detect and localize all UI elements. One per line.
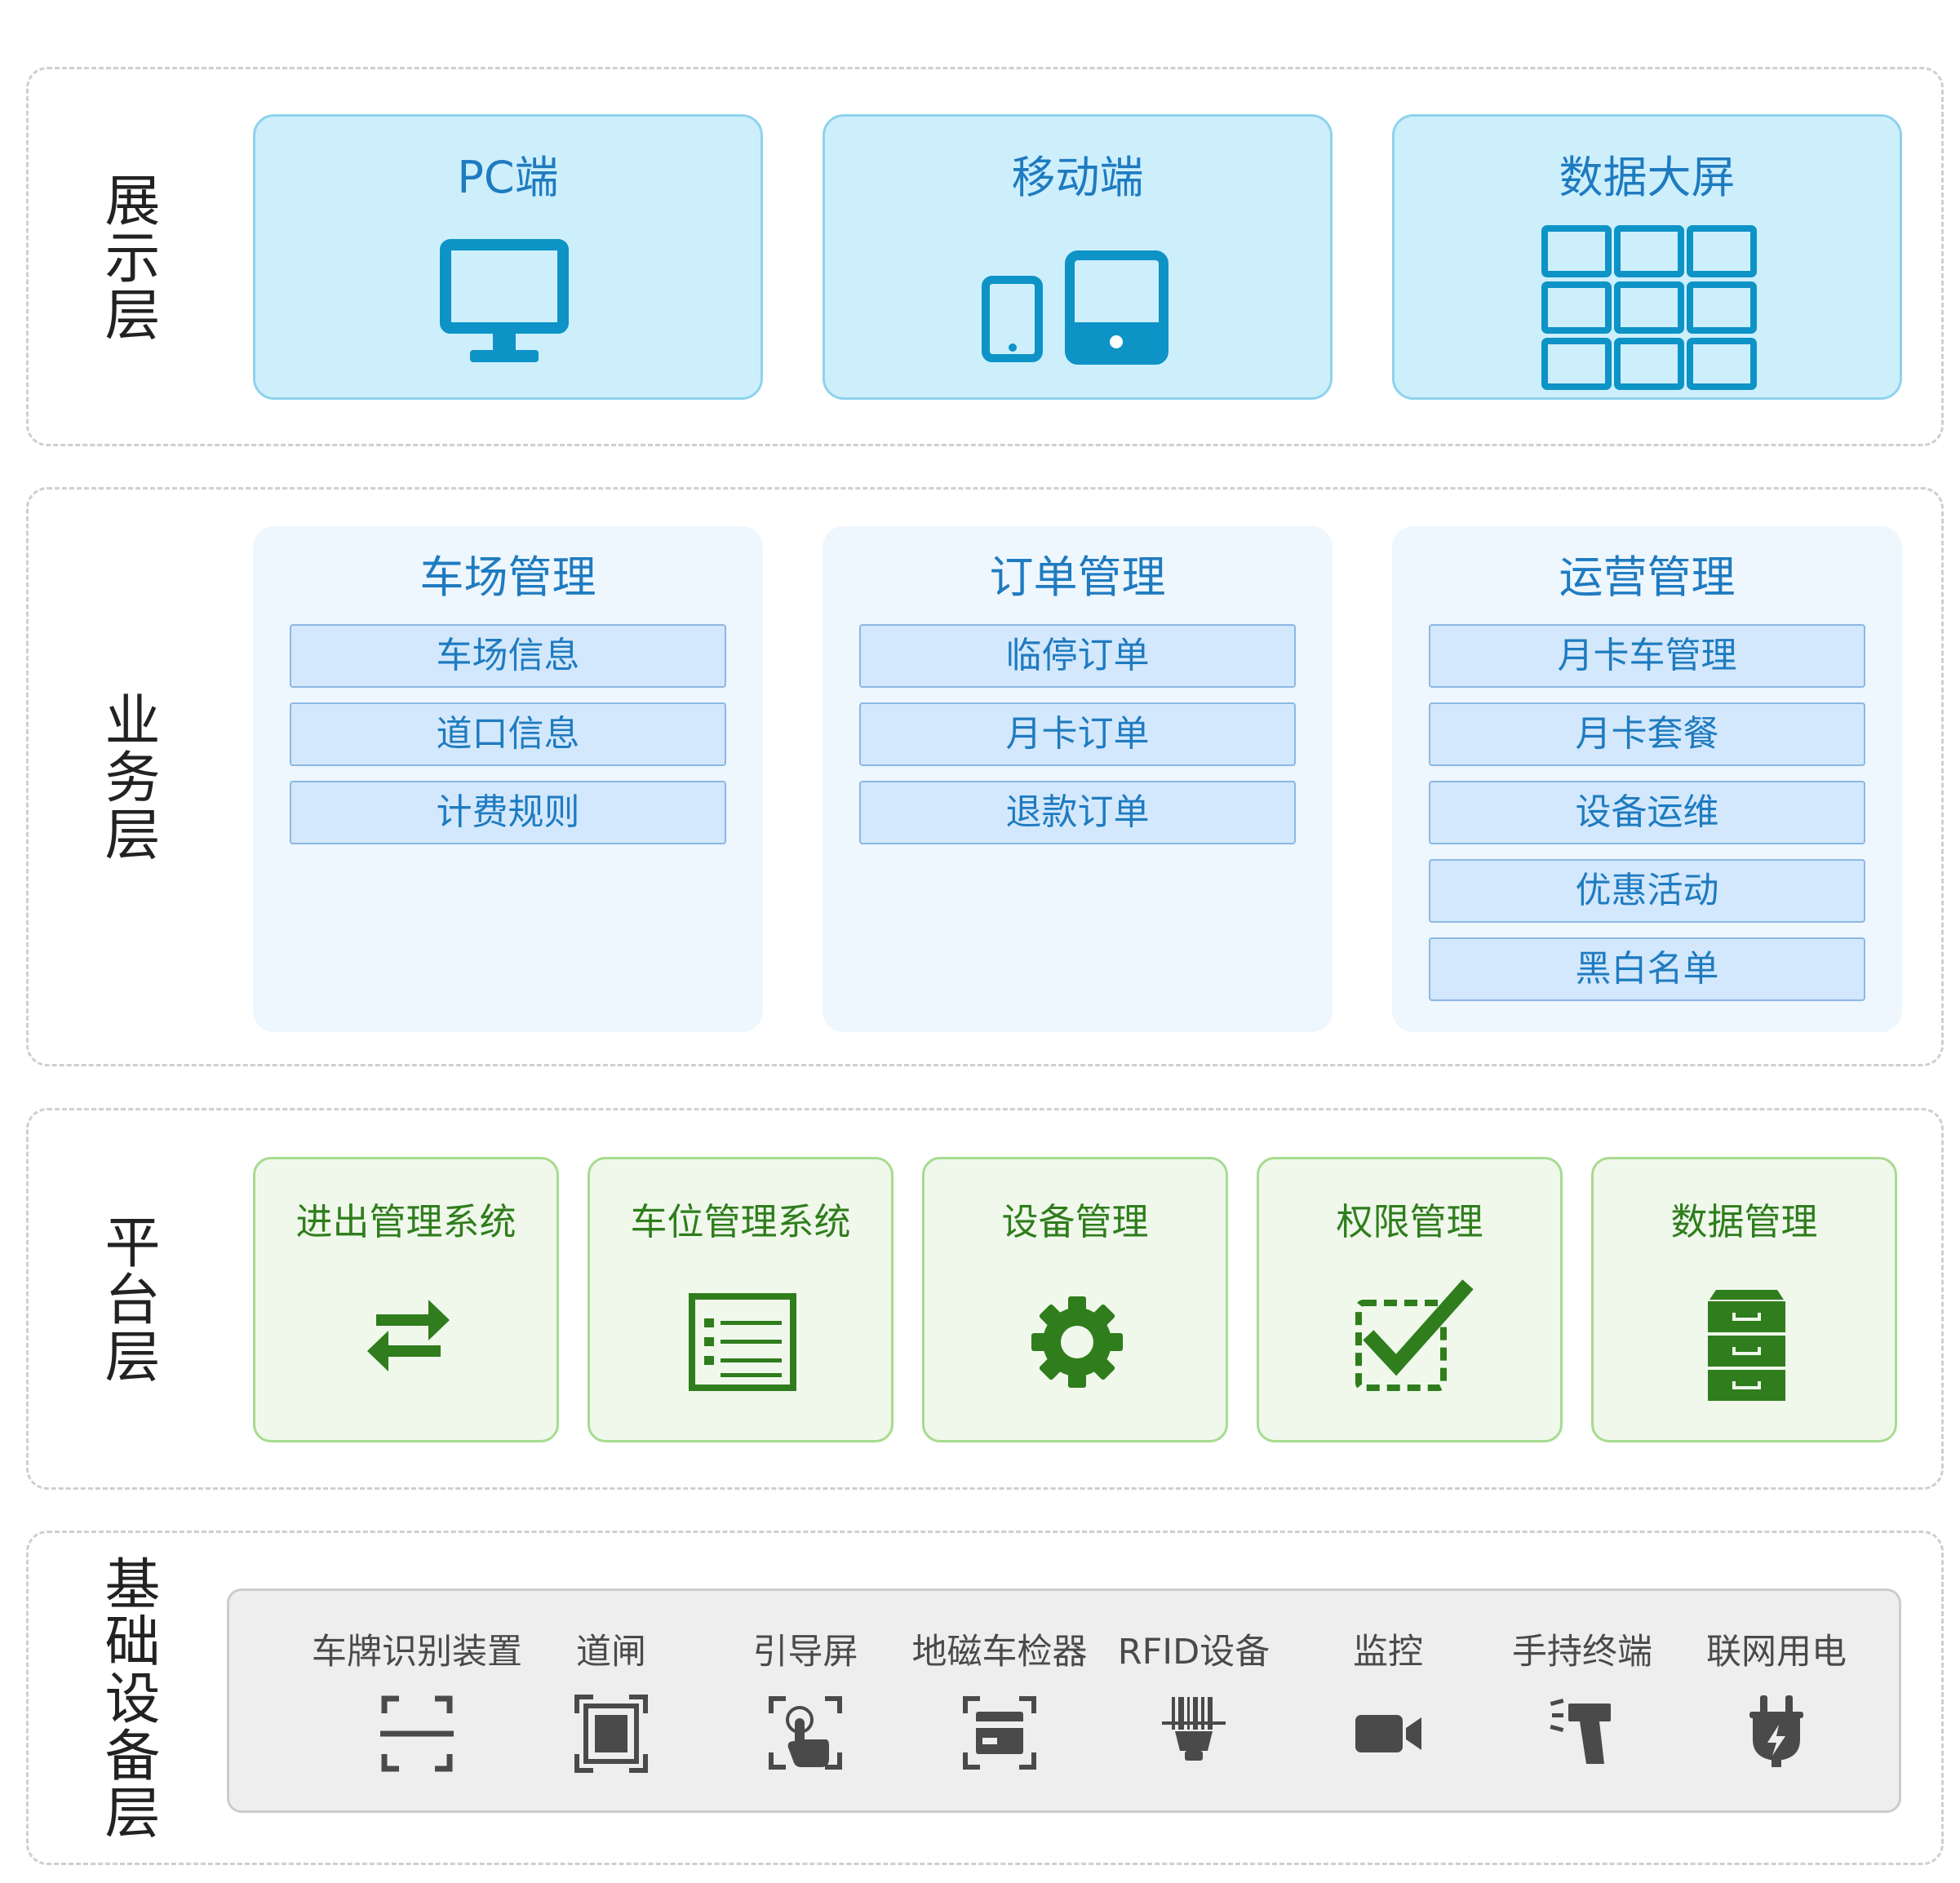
biz-item-promotions[interactable]: 优惠活动: [1429, 859, 1865, 923]
biz-item-refund-orders[interactable]: 退款订单: [859, 781, 1296, 844]
desktop-monitor-icon: [440, 239, 569, 362]
infra-item-rfid-device[interactable]: RFID设备: [1100, 1591, 1288, 1815]
platform-layer-label: 平台层: [29, 1110, 224, 1487]
infra-item-guidance-screen[interactable]: 引导屏: [712, 1591, 899, 1815]
infra-item-handheld-terminal[interactable]: 手持终端: [1488, 1591, 1676, 1815]
biz-item-monthly-card-packages[interactable]: 月卡套餐: [1429, 702, 1865, 766]
video-camera-icon: [1355, 1715, 1421, 1752]
operations-management-title: 运营管理: [1559, 552, 1736, 603]
data-screen-card[interactable]: 数据大屏: [1392, 114, 1902, 400]
barcode-scanner-icon: [1162, 1697, 1226, 1761]
biz-item-gate-info[interactable]: 道口信息: [290, 702, 726, 766]
scan-frame-icon: [380, 1695, 454, 1772]
parking-management-column: 车场管理 车场信息 道口信息 计费规则: [253, 526, 763, 1032]
pc-card-title: PC端: [457, 152, 559, 203]
phone-tablet-icon: [982, 250, 1168, 365]
infrastructure-layer-label: 基础设备层: [29, 1533, 224, 1863]
list-panel-icon: [689, 1293, 796, 1391]
biz-item-monthly-car-management[interactable]: 月卡车管理: [1429, 624, 1865, 688]
entry-exit-system-title: 进出管理系统: [295, 1200, 517, 1243]
infra-item-label: 道闸: [576, 1632, 646, 1673]
infra-item-plate-recognition[interactable]: 车牌识别装置: [312, 1591, 522, 1815]
business-layer-label: 业务层: [29, 490, 224, 1064]
gear-icon: [1031, 1296, 1123, 1388]
dashed-checkbox-icon: [1355, 1279, 1474, 1391]
order-management-column: 订单管理 临停订单 月卡订单 退款订单: [823, 526, 1333, 1032]
infra-item-label: 车牌识别装置: [312, 1632, 522, 1673]
infrastructure-layer-title: 基础设备层: [95, 1555, 159, 1841]
business-layer-title: 业务层: [95, 691, 159, 862]
mobile-card-title: 移动端: [1011, 152, 1144, 203]
device-management-title: 设备管理: [1001, 1200, 1149, 1243]
infra-item-label: 监控: [1353, 1632, 1423, 1673]
presentation-layer-title: 展示层: [95, 171, 159, 343]
device-management-card[interactable]: 设备管理: [922, 1157, 1228, 1442]
handheld-scanner-icon: [1550, 1698, 1611, 1764]
card-frame-icon: [963, 1696, 1036, 1770]
data-management-title: 数据管理: [1670, 1200, 1818, 1243]
infra-item-label: 引导屏: [752, 1632, 858, 1673]
platform-layer-title: 平台层: [95, 1213, 159, 1385]
biz-item-monthly-card-orders[interactable]: 月卡订单: [859, 702, 1296, 766]
data-screen-card-title: 数据大屏: [1559, 152, 1736, 203]
infrastructure-panel: 车牌识别装置 道闸 引导屏: [227, 1588, 1901, 1813]
biz-item-billing-rules[interactable]: 计费规则: [290, 781, 726, 844]
video-wall-grid-icon: [1541, 225, 1757, 390]
order-management-title: 订单管理: [989, 552, 1166, 603]
power-plug-icon: [1749, 1695, 1803, 1767]
entry-exit-system-card[interactable]: 进出管理系统: [253, 1157, 559, 1442]
mobile-card[interactable]: 移动端: [823, 114, 1333, 400]
file-cabinet-icon: [1708, 1290, 1785, 1401]
swap-arrows-icon: [367, 1300, 450, 1371]
infra-item-network-power[interactable]: 联网用电: [1683, 1591, 1870, 1815]
biz-item-device-maintenance[interactable]: 设备运维: [1429, 781, 1865, 844]
presentation-layer-label: 展示层: [29, 69, 224, 444]
biz-item-parking-info[interactable]: 车场信息: [290, 624, 726, 688]
infra-item-label: 地磁车检器: [911, 1632, 1088, 1673]
infra-item-surveillance[interactable]: 监控: [1294, 1591, 1482, 1815]
operations-management-column: 运营管理 月卡车管理 月卡套餐 设备运维 优惠活动 黑白名单: [1392, 526, 1902, 1032]
parking-management-title: 车场管理: [419, 552, 596, 603]
infra-item-label: RFID设备: [1117, 1632, 1270, 1673]
parking-space-system-card[interactable]: 车位管理系统: [588, 1157, 894, 1442]
permission-management-card[interactable]: 权限管理: [1257, 1157, 1563, 1442]
touch-hand-icon: [769, 1696, 842, 1770]
infra-item-label: 手持终端: [1512, 1632, 1652, 1673]
permission-management-title: 权限管理: [1336, 1200, 1483, 1243]
infra-item-label: 联网用电: [1706, 1632, 1847, 1673]
infra-item-geomagnetic-detector[interactable]: 地磁车检器: [906, 1591, 1093, 1815]
data-management-card[interactable]: 数据管理: [1591, 1157, 1897, 1442]
biz-item-temporary-orders[interactable]: 临停订单: [859, 624, 1296, 688]
qr-frame-icon: [574, 1695, 648, 1773]
infra-item-barrier-gate[interactable]: 道闸: [517, 1591, 705, 1815]
parking-space-system-title: 车位管理系统: [630, 1200, 851, 1243]
pc-card[interactable]: PC端: [253, 114, 763, 400]
biz-item-black-white-list[interactable]: 黑白名单: [1429, 937, 1865, 1001]
